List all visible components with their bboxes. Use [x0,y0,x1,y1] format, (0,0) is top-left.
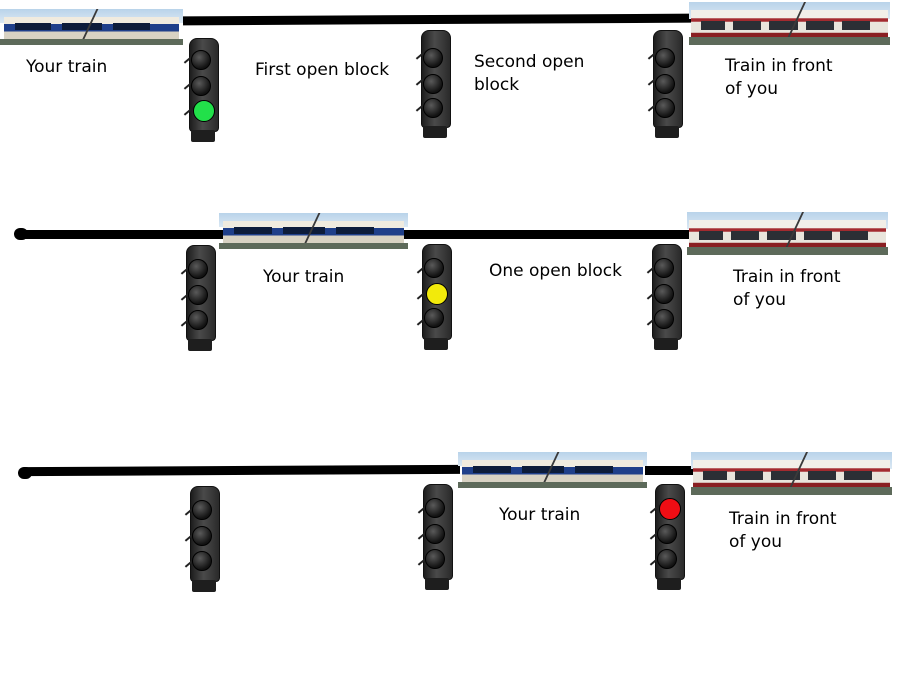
signal-lamp-middle [191,76,211,96]
your-train-label: Your train [499,504,580,527]
signal-lamp-bottom [423,98,443,118]
train-in-front-label: Train in front of you [725,55,833,101]
your-train-label: Your train [26,56,107,79]
signal-lamp-yellow [426,283,448,305]
signal-3 [651,484,687,592]
signal-lamp-top [424,258,444,278]
signal-lamp-top [191,50,211,70]
train-in-front-image [689,2,890,45]
train-in-front-label: Train in front of you [729,508,837,554]
signal-lamp-middle [655,74,675,94]
signal-lamp-middle [425,524,445,544]
track [24,465,460,476]
signal-lamp-green [193,100,215,122]
signal-lamp-top [654,258,674,278]
signal-1 [182,245,218,353]
signal-3 [648,244,684,352]
signal-lamp-bottom [655,98,675,118]
signal-lamp-middle [657,524,677,544]
one-open-block-label: One open block [489,260,622,283]
track [645,466,693,475]
signal-lamp-bottom [425,549,445,569]
signal-2 [417,30,453,140]
your-train-image [458,452,647,488]
signal-lamp-bottom [192,551,212,571]
signal-1 [185,38,221,144]
signal-lamp-bottom [188,310,208,330]
signal-lamp-top [192,500,212,520]
signal-lamp-top [188,259,208,279]
second-open-block-label: Second open block [474,51,584,97]
first-open-block-label: First open block [255,59,389,82]
your-train-image [0,9,183,45]
track [183,14,693,26]
train-in-front-image [687,212,888,255]
your-train-image [219,213,408,249]
signal-lamp-middle [654,284,674,304]
signal-lamp-top [423,48,443,68]
signal-lamp-red [659,498,681,520]
signal-lamp-top [655,48,675,68]
train-in-front-label: Train in front of you [733,266,841,312]
signal-lamp-bottom [424,308,444,328]
train-in-front-image [691,452,892,495]
signal-lamp-middle [192,526,212,546]
signal-lamp-bottom [654,309,674,329]
signal-2 [418,244,454,352]
signal-lamp-middle [423,74,443,94]
signal-lamp-middle [188,285,208,305]
signal-3 [649,30,685,140]
your-train-label: Your train [263,266,344,289]
signal-1 [186,486,222,594]
signal-lamp-top [425,498,445,518]
signal-2 [419,484,455,592]
signal-lamp-bottom [657,549,677,569]
